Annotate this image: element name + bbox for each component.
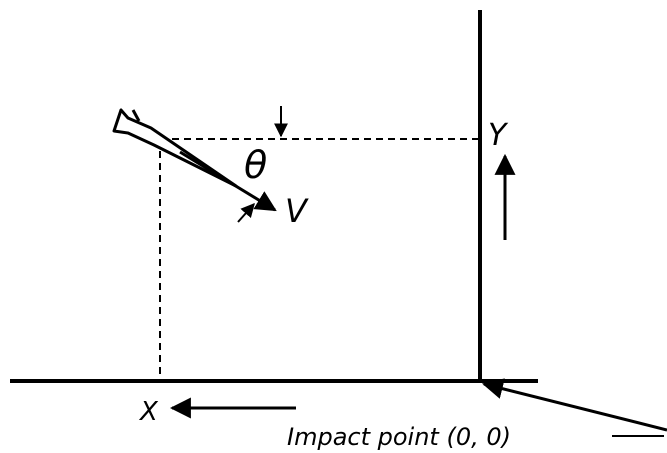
angle-theta-label: θ — [244, 143, 267, 187]
impact-point-label: Impact point (0, 0) — [287, 423, 511, 451]
angle-indicator-bottom-arrow — [237, 202, 255, 223]
impact-point-leader-arrow — [481, 378, 667, 432]
x-axis-label: X — [138, 397, 159, 427]
y-axis-label: Y — [488, 118, 509, 153]
velocity-label: V — [285, 192, 309, 230]
velocity-vector-arrow — [179, 150, 277, 212]
